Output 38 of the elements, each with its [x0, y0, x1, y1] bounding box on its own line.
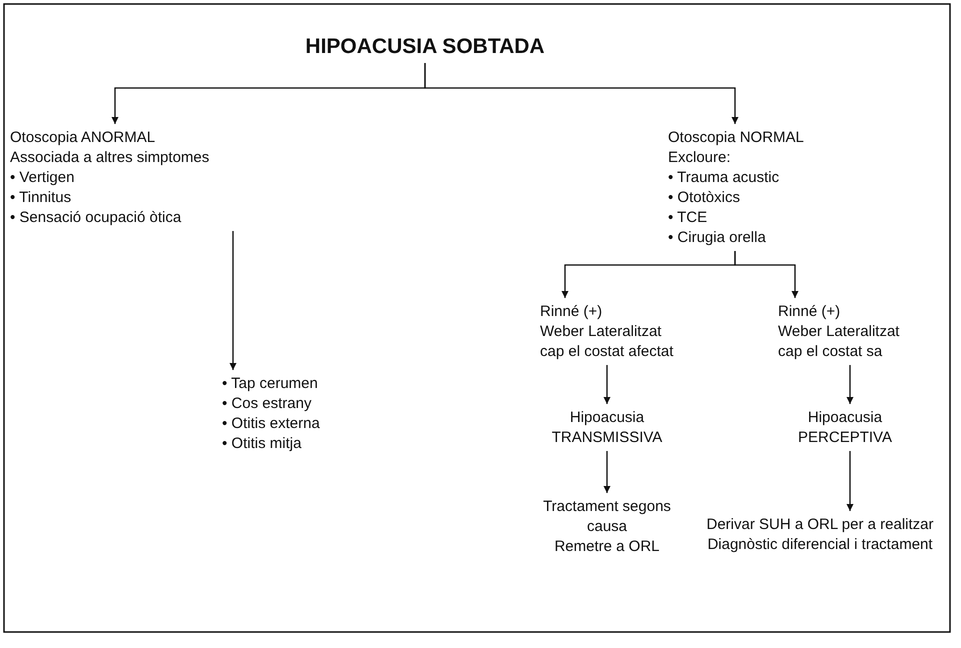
bullet-item: • TCE — [668, 208, 708, 228]
step-text: Rinné (+) — [540, 302, 602, 322]
bullet-item: • Sensació ocupació òtica — [10, 208, 182, 228]
bullet-item: • Tinnitus — [10, 188, 72, 208]
step-text: Hipoacusia — [570, 408, 644, 428]
flowchart-heading: HIPOACUSIA SOBTADA — [305, 34, 545, 60]
step-text: Associada a altres simptomes — [10, 148, 210, 168]
step-text: Weber Lateralitzat — [778, 322, 900, 342]
arrow — [846, 451, 854, 511]
step-text: Derivar SUH a ORL per a realitzar — [706, 515, 934, 535]
step-text: cap el costat sa — [778, 342, 882, 362]
bullet-item: • Vertigen — [10, 168, 74, 188]
arrow — [734, 251, 798, 298]
bullet-item: • Otitis externa — [222, 414, 320, 434]
bullet-item: • Cirugia orella — [668, 228, 766, 248]
arrow — [604, 365, 610, 404]
step-text: Otoscopia ANORMAL — [10, 128, 156, 148]
bullet-item: • Tap cerumen — [222, 374, 318, 394]
arrow — [846, 365, 854, 404]
step-text: cap el costat afectat — [540, 342, 674, 362]
step-text: causa — [586, 517, 628, 537]
bullet-item: • Trauma acustic — [668, 168, 780, 188]
bullet-item: • Otitis mitja — [222, 434, 302, 454]
step-text: Otoscopia NORMAL — [668, 128, 804, 148]
step-text: Tractament segons — [543, 497, 671, 517]
step-text: Weber Lateralitzat — [540, 322, 662, 342]
step-text: Rinné (+) — [778, 302, 840, 322]
arrow — [230, 231, 236, 370]
step-text: Hipoacusia — [808, 408, 882, 428]
step-text: Excloure: — [668, 148, 731, 168]
step-text: TRANSMISSIVA — [552, 428, 662, 448]
step-text: Remetre a ORL — [554, 537, 660, 557]
bullet-item: • Ototòxics — [668, 188, 740, 208]
bullet-item: • Cos estrany — [222, 394, 312, 414]
arrow — [604, 451, 610, 493]
arrow — [424, 63, 738, 124]
step-text: Diagnòstic diferencial i tractament — [707, 535, 933, 555]
step-text: PERCEPTIVA — [798, 428, 892, 448]
